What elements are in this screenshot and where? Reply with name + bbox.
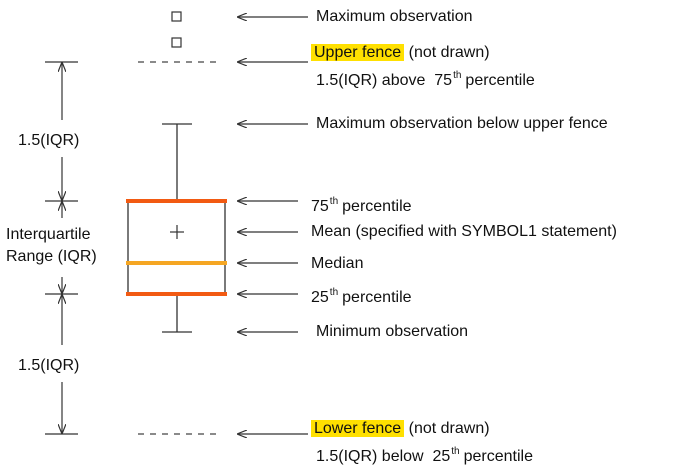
iqr-upper-span-label: 1.5(IQR) <box>18 132 80 149</box>
median-label: Median <box>311 255 364 272</box>
mean-plus-marker <box>170 225 184 239</box>
outlier-marker-second <box>171 37 182 48</box>
lower-fence-label: Lower fence (not drawn) <box>311 419 490 439</box>
max-observation-label: Maximum observation <box>316 8 473 25</box>
upper-fence-label: Upper fence (not drawn) <box>311 43 490 63</box>
min-observation-label: Minimum observation <box>316 323 469 340</box>
max-below-fence-label: Maximum observation below upper fence <box>316 115 608 132</box>
outlier-marker-top <box>171 11 182 22</box>
iqr-lower-span-label: 1.5(IQR) <box>18 357 80 374</box>
iqr-label-line2: Range (IQR) <box>6 248 97 265</box>
lower-fence-highlight: Lower fence <box>311 420 405 437</box>
iqr-label-line1: Interquartile <box>6 226 91 243</box>
mean-label: Mean (specified with SYMBOL1 statement) <box>311 223 617 240</box>
upper-fence-highlight: Upper fence <box>311 44 405 61</box>
pointer-arrows <box>238 17 308 434</box>
